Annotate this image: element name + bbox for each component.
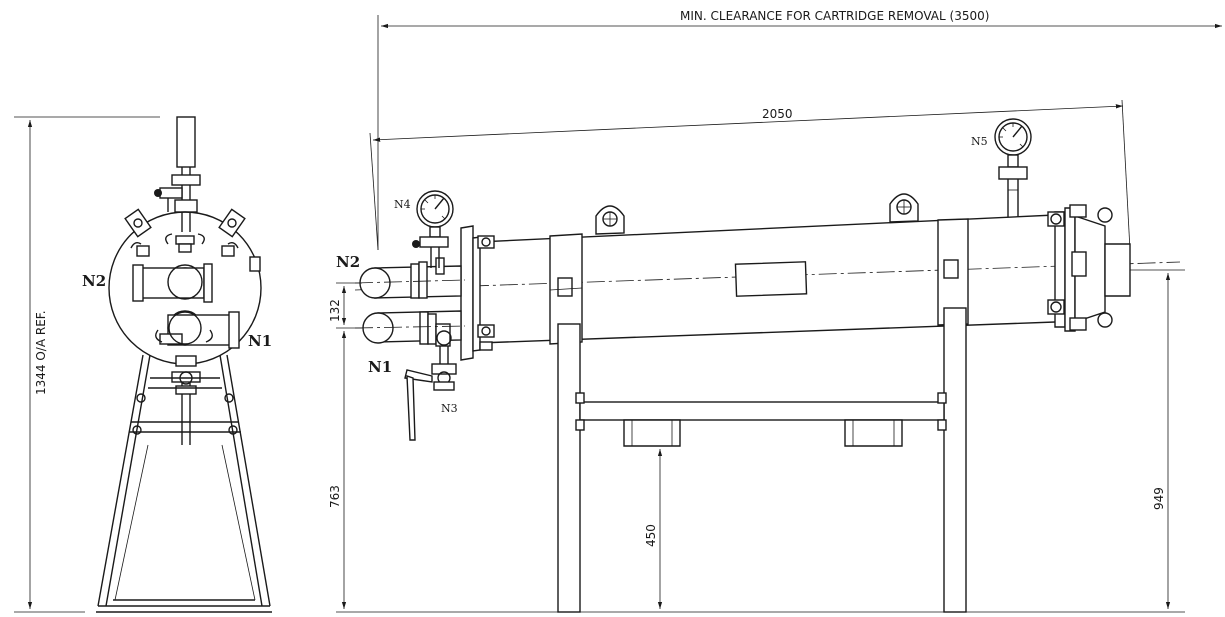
saddle-band-right xyxy=(937,218,969,326)
nameplate xyxy=(734,261,808,297)
side-label-n4: N4 xyxy=(394,198,411,211)
end-view-clamp-top-right xyxy=(218,208,246,238)
end-view-nozzle-n1 xyxy=(155,310,240,349)
valve-handle-icon xyxy=(404,369,433,441)
end-view-label-n1: N1 xyxy=(248,332,272,350)
overall-height-label: 1344 O/A REF. xyxy=(34,310,48,395)
lifting-lug-left xyxy=(595,205,625,235)
overall-height-dimension: 1344 O/A REF. xyxy=(14,116,160,613)
outlet-height-label: 949 xyxy=(1152,487,1166,510)
end-view-gauge-body xyxy=(176,116,196,168)
end-view-wing-nut-left xyxy=(130,241,150,257)
end-view-support-frame xyxy=(96,354,272,613)
clearance-label: MIN. CLEARANCE FOR CARTRIDGE REMOVAL (35… xyxy=(680,9,989,23)
frame-height-label: 450 xyxy=(644,524,658,547)
end-view: 1344 O/A REF. xyxy=(14,116,272,613)
end-view-label-n2: N2 xyxy=(82,272,106,290)
end-closure xyxy=(1047,204,1131,332)
side-nozzle-n3 xyxy=(404,346,457,441)
side-label-n2: N2 xyxy=(336,253,360,271)
outlet-height-dimension: 949 xyxy=(1130,269,1185,609)
nozzle-spacing-dimension: 132 xyxy=(328,282,362,329)
side-nozzle-n1 xyxy=(354,310,466,347)
clearance-dimension: MIN. CLEARANCE FOR CARTRIDGE REMOVAL (35… xyxy=(377,9,1222,250)
end-view-wing-nut-right xyxy=(221,241,261,272)
side-nozzle-n5 xyxy=(994,118,1032,217)
saddle-band-left xyxy=(549,233,583,345)
inlet-flange xyxy=(460,225,495,361)
overall-length-dimension: 2050 xyxy=(369,99,1131,251)
frame-height-dimension: 450 xyxy=(644,449,663,609)
side-label-n3: N3 xyxy=(441,402,458,415)
side-nozzle-n4 xyxy=(412,190,454,268)
end-view-wing-nut-top xyxy=(165,233,205,253)
n1-height-dimension: 763 xyxy=(328,331,347,609)
lifting-lug-right xyxy=(889,193,919,223)
end-view-nozzle-n2 xyxy=(132,263,213,303)
pressure-gauge-icon xyxy=(994,118,1032,156)
overall-length-label: 2050 xyxy=(762,107,793,121)
end-view-clamp-top-left xyxy=(124,208,152,238)
side-label-n1: N1 xyxy=(368,358,392,376)
nozzle-spacing-label: 132 xyxy=(328,299,342,322)
pressure-gauge-icon xyxy=(416,190,454,228)
side-label-n5: N5 xyxy=(971,135,988,148)
support-frame xyxy=(557,307,967,613)
side-view: MIN. CLEARANCE FOR CARTRIDGE REMOVAL (35… xyxy=(328,9,1222,613)
side-nozzle-n2 xyxy=(354,257,466,299)
n1-height-label: 763 xyxy=(328,485,342,508)
